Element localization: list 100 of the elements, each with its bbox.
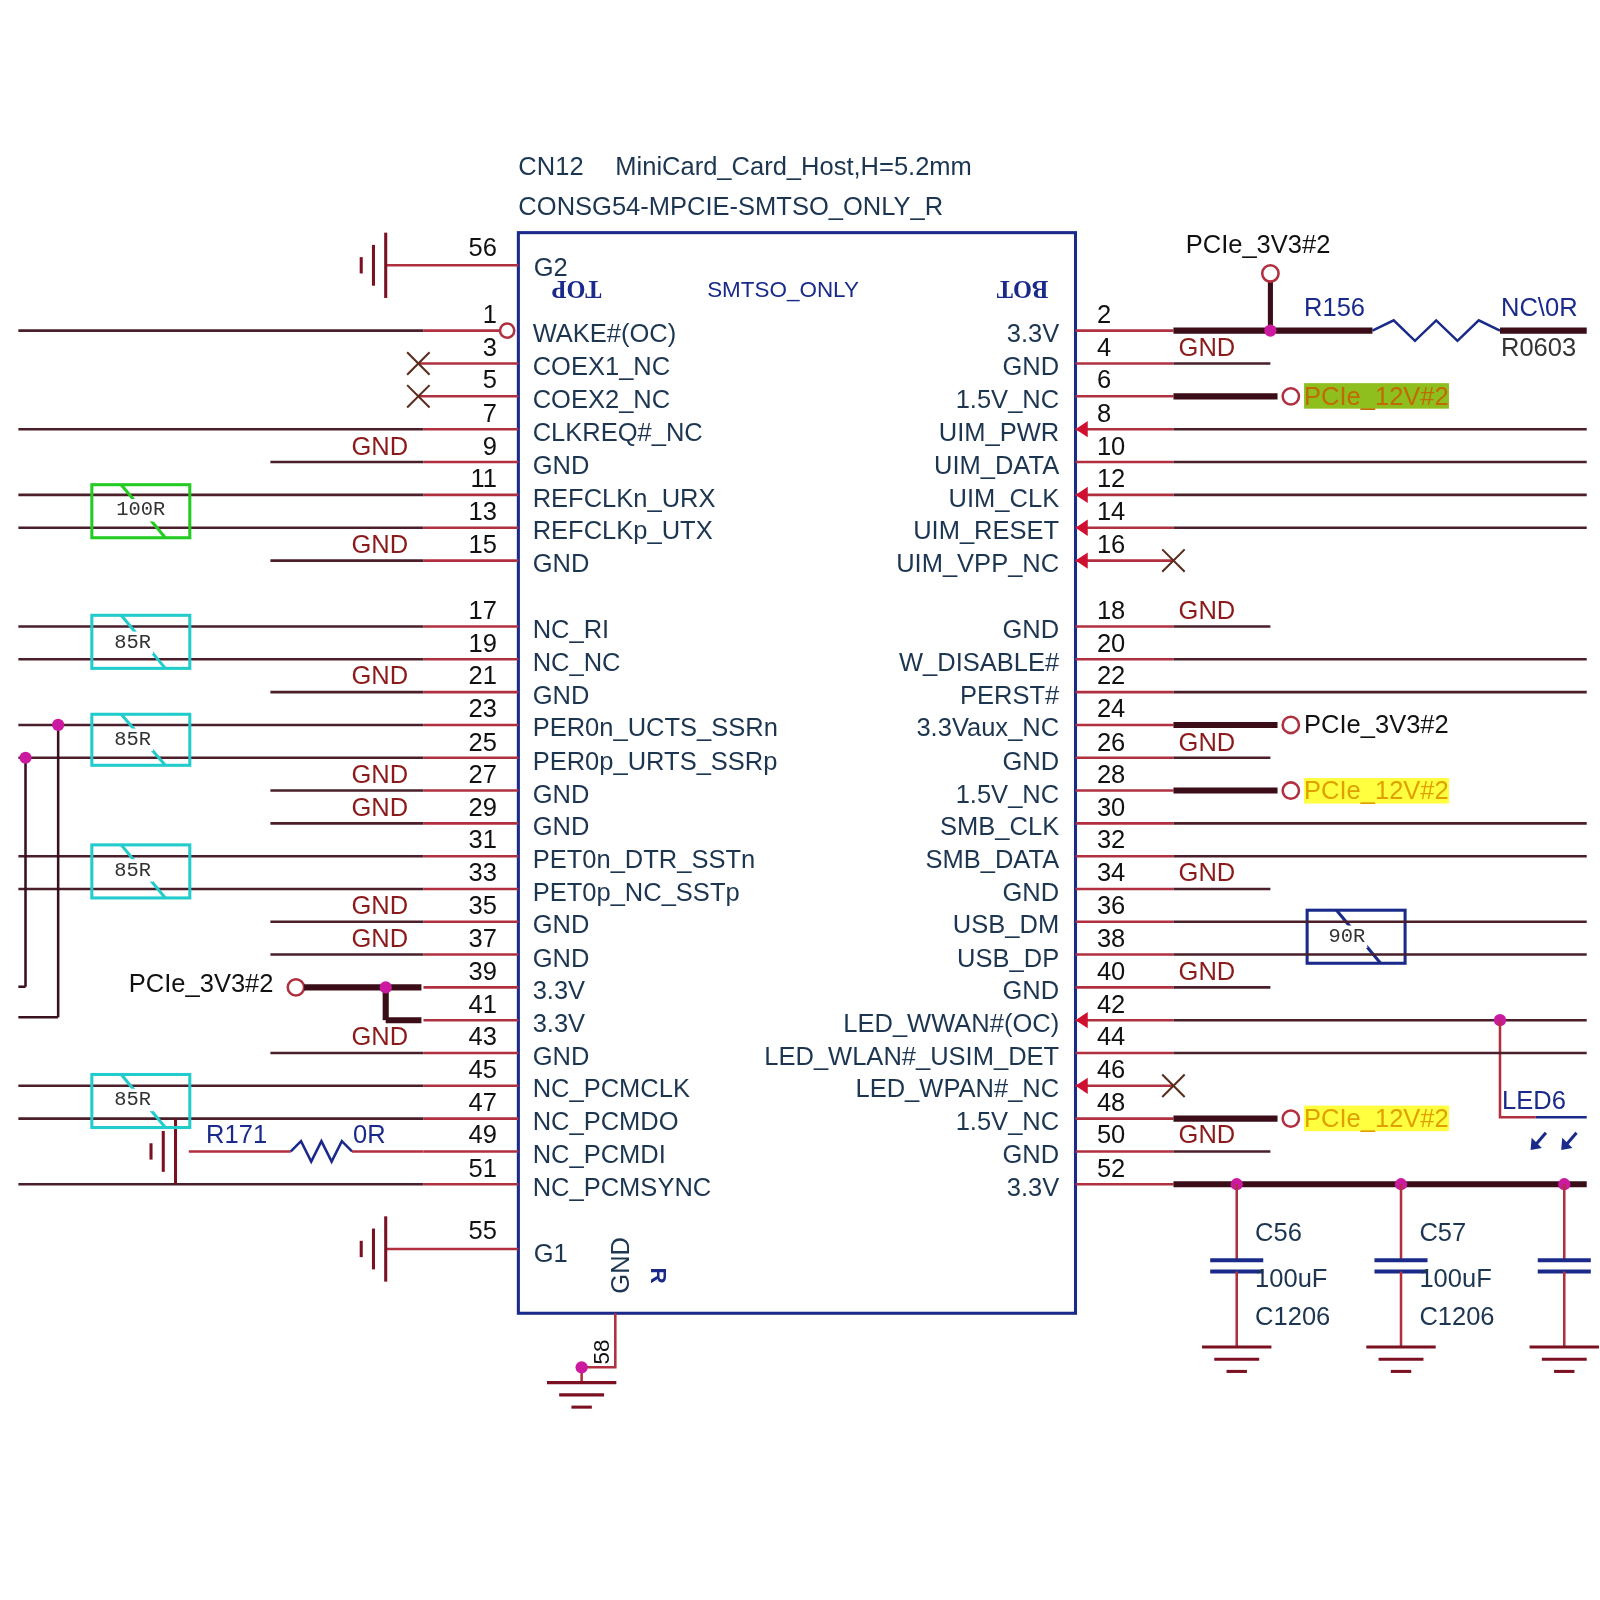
pin-number: 19 bbox=[468, 630, 497, 656]
pin-number: 5 bbox=[482, 367, 497, 393]
pin-number: 50 bbox=[1096, 1122, 1126, 1148]
pin-number: 12 bbox=[1096, 465, 1126, 492]
net-label: GND bbox=[1178, 597, 1236, 623]
pin-name: USB_DM bbox=[952, 912, 1060, 938]
pin-number: 29 bbox=[468, 794, 497, 820]
net-label: GND bbox=[351, 794, 409, 820]
pin-number: 44 bbox=[1096, 1023, 1126, 1050]
component-value: 85R bbox=[112, 631, 154, 655]
variant-label: SMTSO_ONLY bbox=[707, 278, 859, 301]
pin-number: 1 bbox=[482, 301, 497, 328]
pin-number: 4 bbox=[1096, 334, 1112, 360]
pin-number: 14 bbox=[1096, 498, 1126, 525]
pin-name: UIM_PWR bbox=[938, 419, 1060, 445]
pin-number: 21 bbox=[468, 663, 497, 689]
pin-number: 16 bbox=[1096, 531, 1126, 558]
pin-number: 22 bbox=[1096, 663, 1126, 689]
part-designator: LED6 bbox=[1502, 1087, 1566, 1113]
side-label: BOT bbox=[996, 276, 1049, 301]
component-value: 85R bbox=[112, 859, 154, 882]
pin-number: 45 bbox=[468, 1056, 497, 1083]
net-label: PCIe_12V#2 bbox=[1304, 383, 1449, 410]
pin-name: NC_RI bbox=[532, 616, 610, 643]
pin-name: GND bbox=[532, 944, 590, 971]
part-designator: C57 bbox=[1419, 1219, 1467, 1246]
pin-name: NC_PCMDI bbox=[532, 1141, 666, 1168]
pin-name: 3.3Vaux_NC bbox=[916, 715, 1060, 741]
pin-number: 17 bbox=[468, 597, 497, 623]
pin-name: REFCLKn_URX bbox=[532, 485, 716, 511]
pin-name: 3.3V bbox=[532, 1010, 586, 1036]
pin-name: GND bbox=[1002, 748, 1060, 774]
net-label: GND bbox=[1178, 958, 1236, 984]
pin-name: UIM_VPP_NC bbox=[896, 550, 1060, 577]
pin-number: 46 bbox=[1096, 1056, 1126, 1083]
part-designator: C56 bbox=[1255, 1219, 1302, 1246]
pin-name: W_DISABLE# bbox=[898, 649, 1060, 676]
pin-name: COEX1_NC bbox=[532, 353, 671, 380]
pin-number: 48 bbox=[1096, 1089, 1126, 1116]
pin-name: GND bbox=[532, 813, 590, 840]
pin-number: 38 bbox=[1096, 925, 1126, 951]
pin-number: 27 bbox=[468, 761, 497, 787]
net-label: GND bbox=[351, 531, 409, 558]
pin-number: 26 bbox=[1096, 728, 1126, 755]
component-value: 100R bbox=[114, 499, 168, 522]
pin-number: 52 bbox=[1096, 1155, 1126, 1181]
part-designator: CN12 bbox=[518, 153, 584, 180]
net-label: GND bbox=[1178, 728, 1236, 755]
pin-number: 49 bbox=[468, 1122, 497, 1148]
pin-number: 15 bbox=[468, 531, 497, 558]
net-label: PCIe_3V3#2 bbox=[128, 970, 274, 997]
pin-name: 3.3V bbox=[532, 977, 586, 1004]
net-label: GND bbox=[351, 663, 409, 689]
pin-name: SMB_CLK bbox=[940, 813, 1060, 840]
pin-number: 55 bbox=[468, 1217, 497, 1244]
pin-name: GND bbox=[1002, 1141, 1060, 1168]
pin-number: 39 bbox=[468, 958, 497, 984]
pin-name: CLKREQ#_NC bbox=[532, 419, 703, 445]
net-label: GND bbox=[1178, 334, 1236, 360]
pin-name: REFCLKp_UTX bbox=[532, 518, 713, 544]
pin-number: 23 bbox=[468, 695, 497, 722]
pin-name: GND bbox=[1002, 353, 1060, 380]
net-label: GND bbox=[351, 432, 409, 459]
net-label: PCIe_3V3#2 bbox=[1185, 231, 1331, 257]
pin-name: GND bbox=[532, 550, 590, 577]
part-designator: R156 bbox=[1304, 294, 1366, 320]
pin-number: 30 bbox=[1096, 794, 1126, 820]
component-value: 100uF bbox=[1419, 1265, 1492, 1292]
pin-number: 28 bbox=[1096, 761, 1126, 787]
pin-number: 6 bbox=[1096, 367, 1112, 393]
pin-name: PERST# bbox=[959, 682, 1060, 708]
net-label: GND bbox=[1178, 1122, 1236, 1148]
part-designator: R171 bbox=[206, 1121, 268, 1148]
component-value: 90R bbox=[1326, 925, 1368, 948]
pin-number: 42 bbox=[1096, 991, 1126, 1017]
pin-number: 13 bbox=[468, 498, 497, 525]
pin-name: NC_PCMCLK bbox=[532, 1076, 690, 1102]
pin-name: 1.5V_NC bbox=[955, 780, 1060, 807]
pin-name: NC_PCMDO bbox=[532, 1108, 679, 1135]
pin-number: 2 bbox=[1096, 301, 1112, 328]
pin-name: 3.3V bbox=[1006, 320, 1060, 347]
pin-number: 51 bbox=[468, 1155, 497, 1181]
component-value: 85R bbox=[112, 1088, 154, 1112]
pin-number: 10 bbox=[1096, 432, 1126, 459]
pin-name: GND bbox=[532, 1043, 590, 1069]
net-label: GND bbox=[351, 761, 409, 787]
pin-name: 3.3V bbox=[1006, 1174, 1060, 1201]
part-number: CONSG54-MPCIE-SMTSO_ONLY_R bbox=[518, 193, 944, 219]
pin-number: 36 bbox=[1096, 892, 1126, 919]
pin-name: LED_WLAN#_USIM_DET bbox=[764, 1043, 1060, 1069]
pin-name: USB_DP bbox=[957, 944, 1060, 971]
pin-name: G1 bbox=[533, 1240, 568, 1266]
pin-name: LED_WPAN#_NC bbox=[855, 1076, 1060, 1102]
component-value: 0R bbox=[353, 1121, 386, 1148]
pin-name: COEX2_NC bbox=[532, 386, 671, 413]
pin-number: 47 bbox=[468, 1089, 497, 1116]
pin-number: 8 bbox=[1096, 400, 1112, 426]
pin-number: 37 bbox=[468, 925, 497, 951]
component-value: NC\0R bbox=[1501, 294, 1578, 320]
pin-number: 32 bbox=[1096, 827, 1126, 853]
